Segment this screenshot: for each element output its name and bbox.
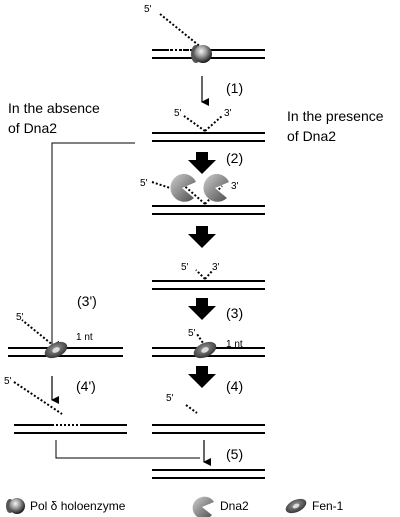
five-prime-3: 5' (188, 328, 196, 339)
dna2-right (203, 173, 229, 202)
legend-fen1-icon (285, 498, 307, 514)
legend-dna2-label: Dna2 (220, 499, 249, 513)
one-nt-absence: 1 nt (76, 332, 93, 343)
five-prime-2: 5' (140, 178, 148, 189)
dna2-left (170, 173, 196, 202)
pol-delta-holoenzyme (191, 45, 212, 63)
flap-3-1 (204, 115, 223, 132)
five-prime-4: 5' (166, 393, 174, 404)
absence-path-line (51, 142, 135, 335)
legend-dna2-icon (192, 496, 214, 517)
legend-pol (6, 498, 25, 514)
duplex-1 (152, 132, 265, 142)
released-flap-4p (13, 381, 63, 415)
fen1-absence (44, 341, 68, 359)
flap-5-3 (196, 333, 206, 347)
arrow-step-4 (188, 366, 216, 388)
three-prime-2b: 3' (212, 262, 220, 273)
released-flap-4 (185, 404, 198, 414)
five-prime-top: 5' (144, 4, 152, 15)
flap-5-1 (183, 115, 206, 132)
legend-fen1-label: Fen-1 (312, 499, 344, 513)
five-prime-4p: 5' (4, 376, 12, 387)
step-4p-label: (4') (76, 378, 96, 394)
duplex-2b (152, 280, 265, 290)
flap-5-2 (179, 181, 206, 205)
duplex-4 (152, 424, 265, 434)
flap-top (159, 13, 203, 49)
step-4-label: (4) (226, 378, 243, 394)
step-1-label: (1) (226, 80, 243, 96)
merge-line (55, 440, 200, 459)
legend-pol-label: Pol δ holoenzyme (30, 499, 126, 513)
step-2-label: (2) (226, 150, 243, 166)
one-nt-presence: 1 nt (226, 339, 243, 350)
absence-label-line1: In the absence (8, 100, 100, 116)
five-prime-2b: 5' (181, 262, 189, 273)
presence-label-line1: In the presence (287, 108, 384, 124)
flap-5-2-ext (151, 181, 171, 189)
duplex-4p (14, 424, 127, 434)
step-3p-label: (3') (77, 293, 97, 309)
arrow-step-2 (188, 152, 216, 174)
three-prime-1: 3' (224, 108, 232, 119)
five-prime-3p: 5' (16, 312, 24, 323)
step-5-label: (5) (226, 446, 243, 462)
step-3-label: (3) (226, 305, 243, 321)
five-prime-1: 5' (174, 108, 182, 119)
flap-5-3p (21, 319, 55, 347)
three-prime-2: 3' (231, 181, 239, 192)
flap-5-2b (195, 269, 206, 280)
arrow-step-2b (188, 226, 216, 248)
fen1-presence (193, 341, 217, 359)
arrow-step-3 (188, 298, 216, 320)
duplex-2 (152, 205, 265, 215)
presence-label-line2: of Dna2 (287, 128, 336, 144)
absence-label-line2: of Dna2 (8, 120, 57, 136)
duplex-5 (152, 469, 265, 479)
